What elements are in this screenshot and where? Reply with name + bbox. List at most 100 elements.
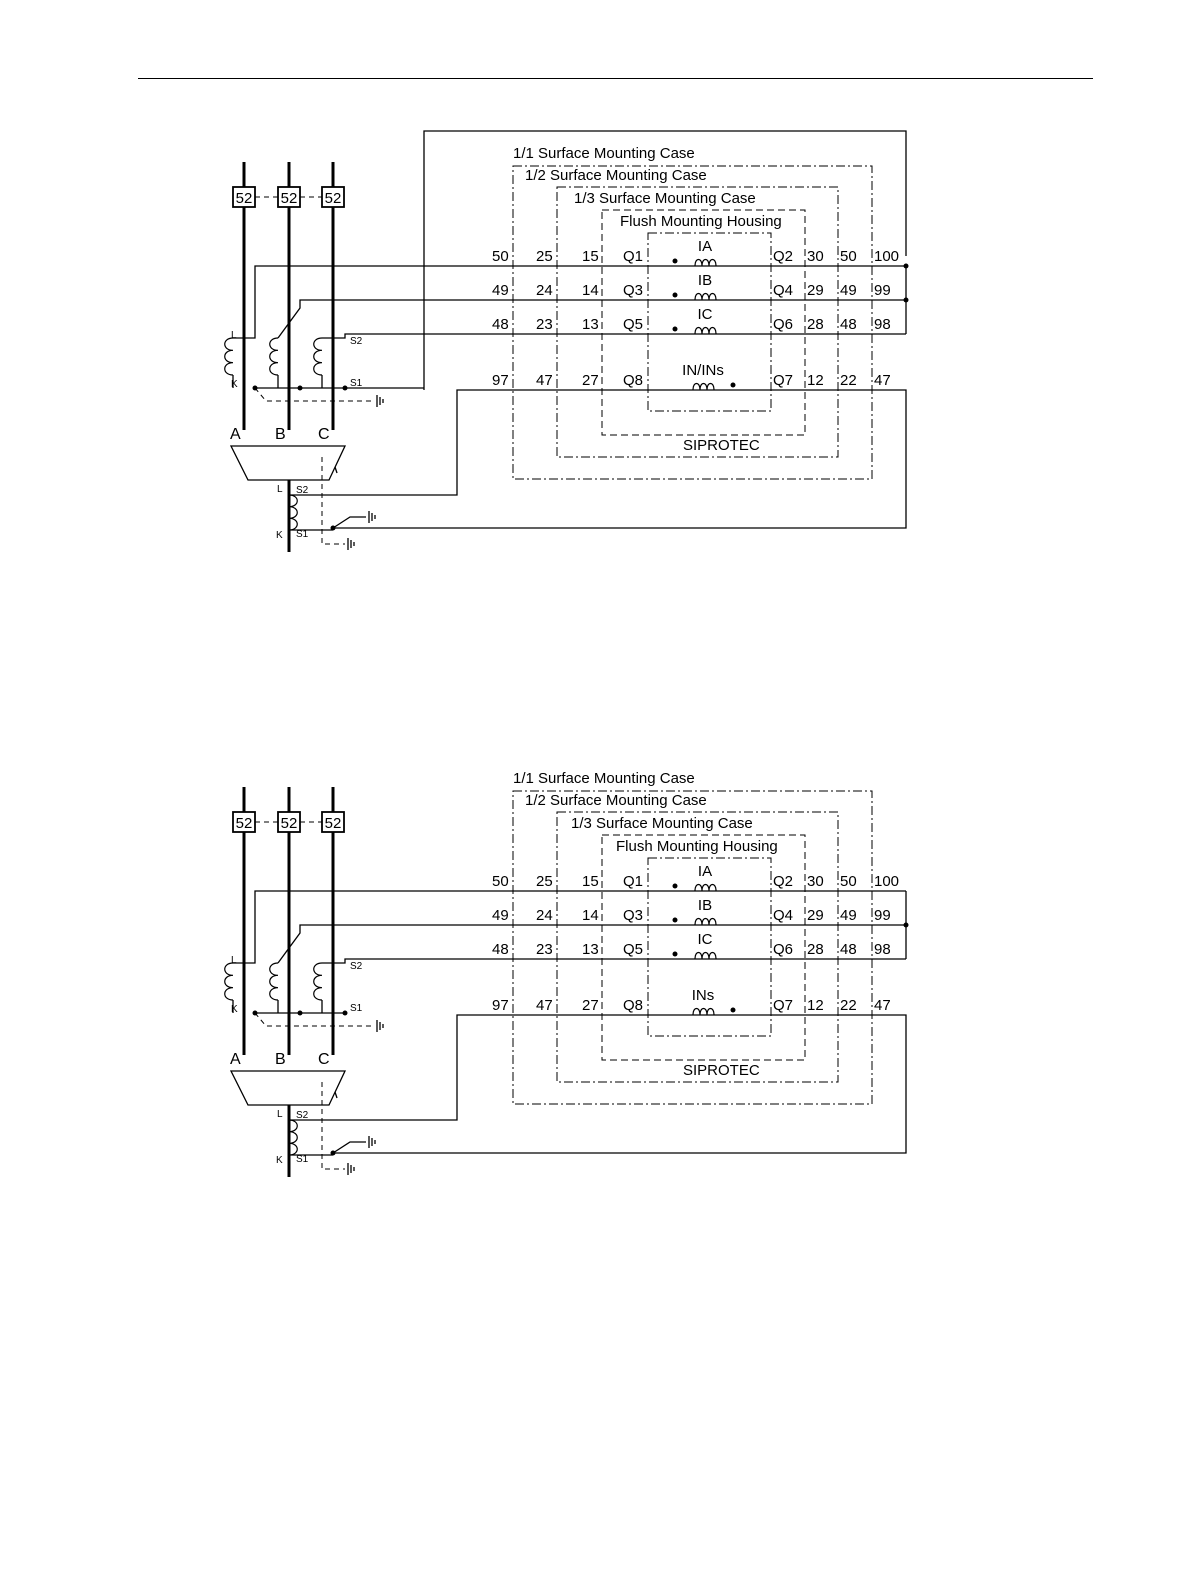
wiring-diagram-1: 1/1 Surface Mounting Case 1/2 Surface Mou… <box>224 130 909 552</box>
polarity-dot <box>672 917 678 923</box>
phase-label-B: B <box>275 1051 286 1068</box>
polarity-dot <box>672 326 678 332</box>
input-module-boundary <box>647 232 772 412</box>
terminal-label: Q6 <box>773 941 793 958</box>
terminal-label: Q2 <box>773 873 793 890</box>
junction-dot <box>342 385 348 391</box>
phase-label-A: A <box>230 1051 241 1068</box>
wire-row-IB <box>277 924 906 964</box>
terminal-label: 98 <box>874 316 891 333</box>
ct-mark-L: L <box>231 955 237 966</box>
full-case-label: 1/1 Surface Mounting Case <box>513 145 695 162</box>
bridge-dot <box>903 297 909 303</box>
terminal-label: 48 <box>492 941 509 958</box>
third-case-label: 1/3 Surface Mounting Case <box>574 190 756 207</box>
breaker-label: 52 <box>236 815 253 832</box>
phase-label-B: B <box>275 426 286 443</box>
terminal-label: Q2 <box>773 248 793 265</box>
current-input-label: IB <box>698 272 712 289</box>
terminal-label: 30 <box>807 873 824 890</box>
terminal-label: 47 <box>536 997 553 1014</box>
current-input-label: IB <box>698 897 712 914</box>
terminal-label: 50 <box>492 873 509 890</box>
terminal-label: 13 <box>582 941 599 958</box>
terminal-label: 23 <box>536 316 553 333</box>
wire-row-IB <box>277 299 906 339</box>
terminal-label: 25 <box>536 248 553 265</box>
neutral-ct-mark-S2: S2 <box>296 485 309 496</box>
shield-tick <box>334 466 338 474</box>
terminal-label: 100 <box>874 248 899 265</box>
current-input-label: INs <box>692 987 715 1004</box>
terminal-label: 99 <box>874 907 891 924</box>
terminal-label: 15 <box>582 873 599 890</box>
junction-dot <box>342 1010 348 1016</box>
flush-housing-boundary <box>601 834 806 1061</box>
wire-row-IA <box>233 890 906 964</box>
terminal-label: 49 <box>492 907 509 924</box>
terminal-label: 24 <box>536 282 553 299</box>
cable-shield-ground-lead <box>321 457 345 545</box>
page-header-rule <box>138 78 1093 79</box>
current-input-coil <box>694 917 717 925</box>
cable-shield-ground-lead <box>321 1082 345 1170</box>
terminal-label: 50 <box>840 873 857 890</box>
ct-ground-lead <box>254 1012 374 1027</box>
terminal-label: 14 <box>582 282 599 299</box>
terminal-label: 24 <box>536 907 553 924</box>
breaker-label: 52 <box>236 190 253 207</box>
terminal-label: 12 <box>807 997 824 1014</box>
half-case-boundary <box>512 165 873 480</box>
terminal-label: Q4 <box>773 907 793 924</box>
neutral-ct-mark-L: L <box>277 484 283 495</box>
current-input-label: IA <box>698 863 712 880</box>
current-input-coil <box>692 1007 715 1015</box>
full-case-frame <box>423 130 907 390</box>
neutral-ct-coil <box>288 494 298 531</box>
terminal-label: Q1 <box>623 873 643 890</box>
phase-label-C: C <box>318 426 330 443</box>
wire-row-IN <box>289 1014 907 1154</box>
terminal-label: 50 <box>492 248 509 265</box>
polarity-dot <box>672 292 678 298</box>
current-input-label: IC <box>698 306 713 323</box>
cable-core-balance-ct <box>229 445 347 481</box>
terminal-label: Q7 <box>773 372 793 389</box>
junction-dot <box>297 385 303 391</box>
terminal-label: 30 <box>807 248 824 265</box>
half-case-label: 1/2 Surface Mounting Case <box>525 167 707 184</box>
terminal-label: Q6 <box>773 316 793 333</box>
current-input-label: IN/INs <box>682 362 724 379</box>
polarity-dot <box>672 951 678 957</box>
ct-mark-S2: S2 <box>350 336 363 347</box>
terminal-label: 22 <box>840 372 857 389</box>
terminal-label: 25 <box>536 873 553 890</box>
ct-coil-A <box>224 337 234 376</box>
neutral-ct-mark-S2: S2 <box>296 1110 309 1121</box>
current-input-label: IA <box>698 238 712 255</box>
ct-mark-S1: S1 <box>350 1003 363 1014</box>
terminal-label: Q5 <box>623 316 643 333</box>
polarity-dot <box>730 382 736 388</box>
terminal-label: Q8 <box>623 372 643 389</box>
polarity-dot <box>672 883 678 889</box>
ct-coil-B <box>269 962 279 1001</box>
third-case-boundary <box>556 811 839 1083</box>
terminal-label: 47 <box>536 372 553 389</box>
ct-ground-lead <box>254 387 374 402</box>
breaker-label: 52 <box>281 815 298 832</box>
terminal-label: 29 <box>807 282 824 299</box>
wire-row-IA <box>233 265 906 339</box>
terminal-label: 12 <box>807 372 824 389</box>
neutral-ct-mark-K: K <box>276 1155 283 1166</box>
ct-coil-C <box>313 337 323 376</box>
ct-mark-S1: S1 <box>350 378 363 389</box>
breaker-label: 52 <box>325 815 342 832</box>
neutral-ground-lead <box>332 1141 366 1154</box>
bridge-dot <box>903 922 909 928</box>
flush-case-label: Flush Mounting Housing <box>616 838 778 855</box>
wire-row-IN <box>289 389 907 529</box>
terminal-label: 48 <box>492 316 509 333</box>
terminal-label: Q8 <box>623 997 643 1014</box>
terminal-label: 27 <box>582 372 599 389</box>
